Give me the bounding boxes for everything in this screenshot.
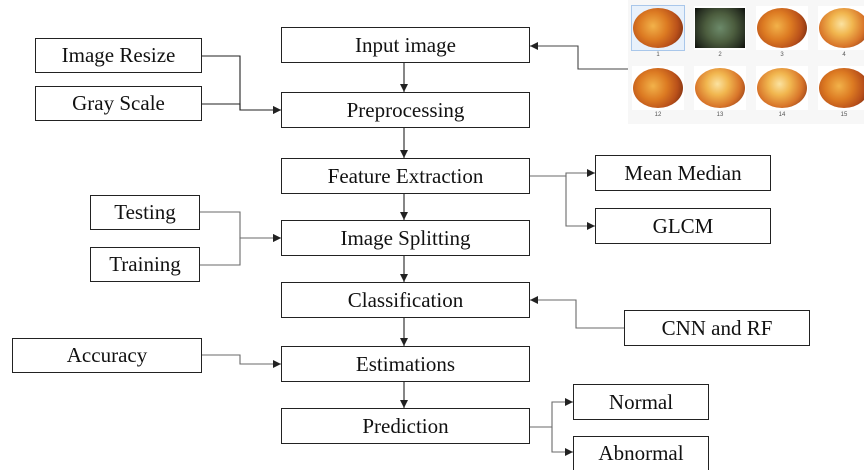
arrow-thumbnails-to-input <box>530 42 628 70</box>
fundus-thumbnail <box>756 6 808 50</box>
input-image-label: Input image <box>355 32 456 57</box>
fundus-thumbnail <box>818 6 864 50</box>
arrow-feature-to-glcm <box>565 176 595 230</box>
input-image-box: Input image <box>281 27 530 63</box>
thumbnail-number: 3 <box>780 52 784 58</box>
thumbnail-number: 4 <box>842 52 846 58</box>
classification-label: Classification <box>347 287 464 312</box>
glcm-box: GLCM <box>595 208 771 244</box>
training-label: Training <box>109 252 181 276</box>
fundus-thumbnail <box>631 5 685 51</box>
arrow-prediction-to-normal <box>530 398 573 428</box>
gray-scale-box: Gray Scale <box>35 86 202 121</box>
fundus-image-icon <box>819 8 864 48</box>
gray-scale-label: Gray Scale <box>72 91 165 115</box>
arrow-grayscale-to-preprocessing <box>202 103 281 114</box>
training-box: Training <box>90 247 200 282</box>
fundus-thumbnail <box>818 66 864 110</box>
fundus-image-icon <box>695 8 745 48</box>
testing-label: Testing <box>114 200 176 224</box>
prediction-label: Prediction <box>362 413 449 438</box>
thumbnail-number: 12 <box>654 112 662 118</box>
feature-extraction-label: Feature Extraction <box>327 163 484 188</box>
image-splitting-box: Image Splitting <box>281 220 530 256</box>
arrow-accuracy-to-estimations <box>202 354 281 368</box>
thumbnail-number: 2 <box>718 52 722 58</box>
thumbnail-number: 1 <box>656 52 660 58</box>
normal-label: Normal <box>608 389 674 414</box>
feature-extraction-box: Feature Extraction <box>281 158 530 194</box>
fundus-image-icon <box>633 8 683 48</box>
arrow-training-to-splitting <box>200 234 281 266</box>
arrow-feature-to-mean-median <box>530 169 595 177</box>
fundus-image-icon <box>757 8 807 48</box>
image-resize-box: Image Resize <box>35 38 202 73</box>
preprocessing-box: Preprocessing <box>281 92 530 128</box>
prediction-box: Prediction <box>281 408 530 444</box>
fundus-image-icon <box>695 68 745 108</box>
fundus-thumbnail-panel: 1 2 3 4 12 13 14 15 <box>628 0 864 124</box>
estimations-label: Estimations <box>355 351 456 376</box>
fundus-image-icon <box>819 68 864 108</box>
arrow-testing-to-splitting <box>200 211 281 242</box>
accuracy-box: Accuracy <box>12 338 202 373</box>
cnn-rf-box: CNN and RF <box>624 310 810 346</box>
abnormal-label: Abnormal <box>598 441 684 465</box>
arrow-prediction-to-abnormal <box>551 427 573 456</box>
fundus-image-icon <box>757 68 807 108</box>
preprocessing-label: Preprocessing <box>346 97 465 122</box>
mean-median-label: Mean Median <box>624 160 742 185</box>
mean-median-box: Mean Median <box>595 155 771 191</box>
estimations-box: Estimations <box>281 346 530 382</box>
fundus-thumbnail <box>632 66 684 110</box>
fundus-thumbnail <box>694 66 746 110</box>
fundus-thumbnail <box>694 6 746 50</box>
abnormal-box: Abnormal <box>573 436 709 470</box>
image-resize-label: Image Resize <box>61 43 176 67</box>
glcm-label: GLCM <box>652 213 714 238</box>
thumbnail-number: 15 <box>840 112 848 118</box>
thumbnail-number: 14 <box>778 112 786 118</box>
thumbnail-number: 13 <box>716 112 724 118</box>
testing-box: Testing <box>90 195 200 230</box>
accuracy-label: Accuracy <box>66 343 148 367</box>
fundus-image-icon <box>633 68 683 108</box>
image-splitting-label: Image Splitting <box>340 225 471 250</box>
arrow-classifier-to-classification <box>530 296 624 329</box>
arrow-resize-to-preprocessing <box>202 55 281 114</box>
cnn-rf-label: CNN and RF <box>661 315 773 340</box>
fundus-thumbnail <box>756 66 808 110</box>
classification-box: Classification <box>281 282 530 318</box>
normal-box: Normal <box>573 384 709 420</box>
